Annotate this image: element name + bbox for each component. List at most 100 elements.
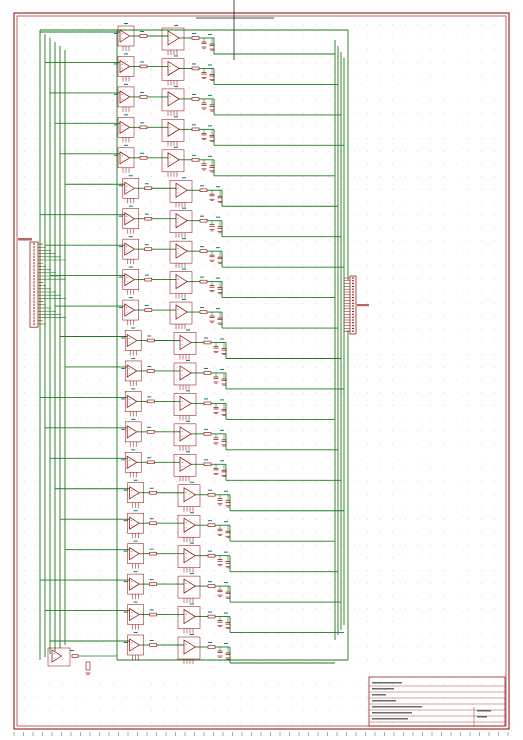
regulator-opamp [51, 649, 63, 663]
output-resistor [191, 127, 200, 132]
svg-text:+: + [169, 155, 171, 159]
svg-text:−: − [169, 69, 171, 72]
title-block-field [372, 700, 396, 702]
title-block-rev-field [477, 716, 487, 718]
svg-text:−: − [177, 191, 179, 194]
buffer-opamp [126, 425, 138, 439]
svg-text:+: + [126, 214, 128, 218]
output-resistor [207, 584, 216, 588]
driver-opamp [175, 273, 188, 290]
svg-text:+: + [185, 643, 187, 647]
series-resistor [149, 491, 157, 495]
buffer-opamp [129, 607, 140, 622]
driver-opamp [183, 639, 196, 655]
left-connector-pin [32, 281, 36, 284]
title-block-field [372, 694, 386, 696]
buffer-opamp [129, 577, 140, 591]
channel-5: +−+− [114, 144, 215, 177]
buffer-opamp [126, 364, 138, 378]
svg-text:−: − [128, 342, 130, 345]
channel-19: +−+− [123, 571, 231, 604]
buffer-opamp [119, 90, 131, 104]
output-resistor [199, 188, 208, 192]
output-resistor [207, 523, 216, 527]
regulator-box [47, 647, 71, 667]
left-connector-pin [32, 316, 36, 319]
driver-feedback-loop [173, 332, 197, 355]
series-resistor [139, 95, 148, 99]
output-resistor [203, 340, 212, 345]
series-resistor [149, 551, 157, 556]
series-resistor [139, 64, 148, 69]
left-connector-pin [32, 310, 36, 313]
svg-text:+: + [177, 186, 179, 190]
svg-text:−: − [53, 657, 55, 660]
buffer-opamp [126, 333, 138, 348]
svg-text:+: + [169, 125, 171, 129]
left-connector-pin [32, 319, 36, 322]
svg-text:+: + [131, 488, 133, 492]
regulator-capacitor [85, 661, 91, 671]
left-connector-pin [32, 287, 36, 290]
svg-text:+: + [169, 64, 171, 68]
channel-2: +−+− [114, 53, 215, 86]
svg-text:−: − [169, 130, 171, 133]
driver-feedback-loop [177, 606, 201, 629]
driver-opamp [179, 395, 192, 412]
output-resistor [191, 36, 200, 40]
buffer-opamp [124, 303, 136, 317]
series-resistor [144, 277, 153, 282]
svg-text:−: − [128, 463, 130, 466]
left-connector-pin [32, 268, 36, 271]
outer-frame [13, 12, 510, 730]
series-resistor [139, 125, 148, 130]
svg-text:−: − [181, 465, 183, 468]
left-connector-pin [32, 252, 36, 255]
driver-feedback-loop [169, 301, 193, 325]
svg-text:−: − [185, 526, 187, 529]
svg-text:−: − [131, 585, 133, 588]
left-connector [18, 238, 66, 328]
svg-text:−: − [185, 618, 187, 621]
series-resistor [146, 460, 155, 464]
svg-text:−: − [121, 98, 123, 101]
svg-text:+: + [121, 123, 123, 127]
buffer-opamp [129, 638, 140, 652]
driver-opamp [175, 243, 188, 259]
left-connector-pin [32, 258, 36, 262]
svg-text:+: + [177, 247, 179, 251]
svg-text:−: − [169, 39, 171, 42]
driver-opamp [175, 304, 188, 320]
series-resistor [144, 217, 153, 221]
svg-text:+: + [121, 32, 123, 36]
driver-feedback-loop [173, 362, 197, 386]
svg-text:+: + [126, 245, 128, 249]
svg-text:+: + [131, 519, 133, 523]
channel-12: +−+− [121, 357, 227, 390]
channel-15: +−+− [121, 449, 227, 482]
svg-text:−: − [169, 100, 171, 103]
driver-opamp [167, 121, 180, 137]
svg-text:+: + [131, 580, 133, 584]
driver-feedback-loop [169, 180, 193, 203]
driver-feedback-loop [161, 88, 185, 112]
svg-text:+: + [169, 34, 171, 38]
driver-feedback-loop [169, 271, 193, 294]
driver-feedback-loop [177, 636, 201, 660]
series-resistor [144, 186, 153, 190]
left-connector-pin [32, 322, 36, 326]
grid-dots [13, 24, 509, 736]
left-connector-label [18, 238, 32, 241]
svg-text:−: − [177, 252, 179, 255]
left-connector-pin [32, 297, 36, 300]
svg-text:−: − [131, 646, 133, 649]
left-connector-pin [32, 303, 36, 306]
output-resistor [207, 553, 216, 558]
svg-text:+: + [131, 610, 133, 614]
driver-opamp [179, 365, 192, 381]
driver-opamp [179, 426, 192, 442]
driver-opamp [179, 456, 192, 472]
svg-text:+: + [185, 582, 187, 586]
output-resistor [199, 279, 208, 284]
channel-17: +−+− [123, 510, 231, 543]
